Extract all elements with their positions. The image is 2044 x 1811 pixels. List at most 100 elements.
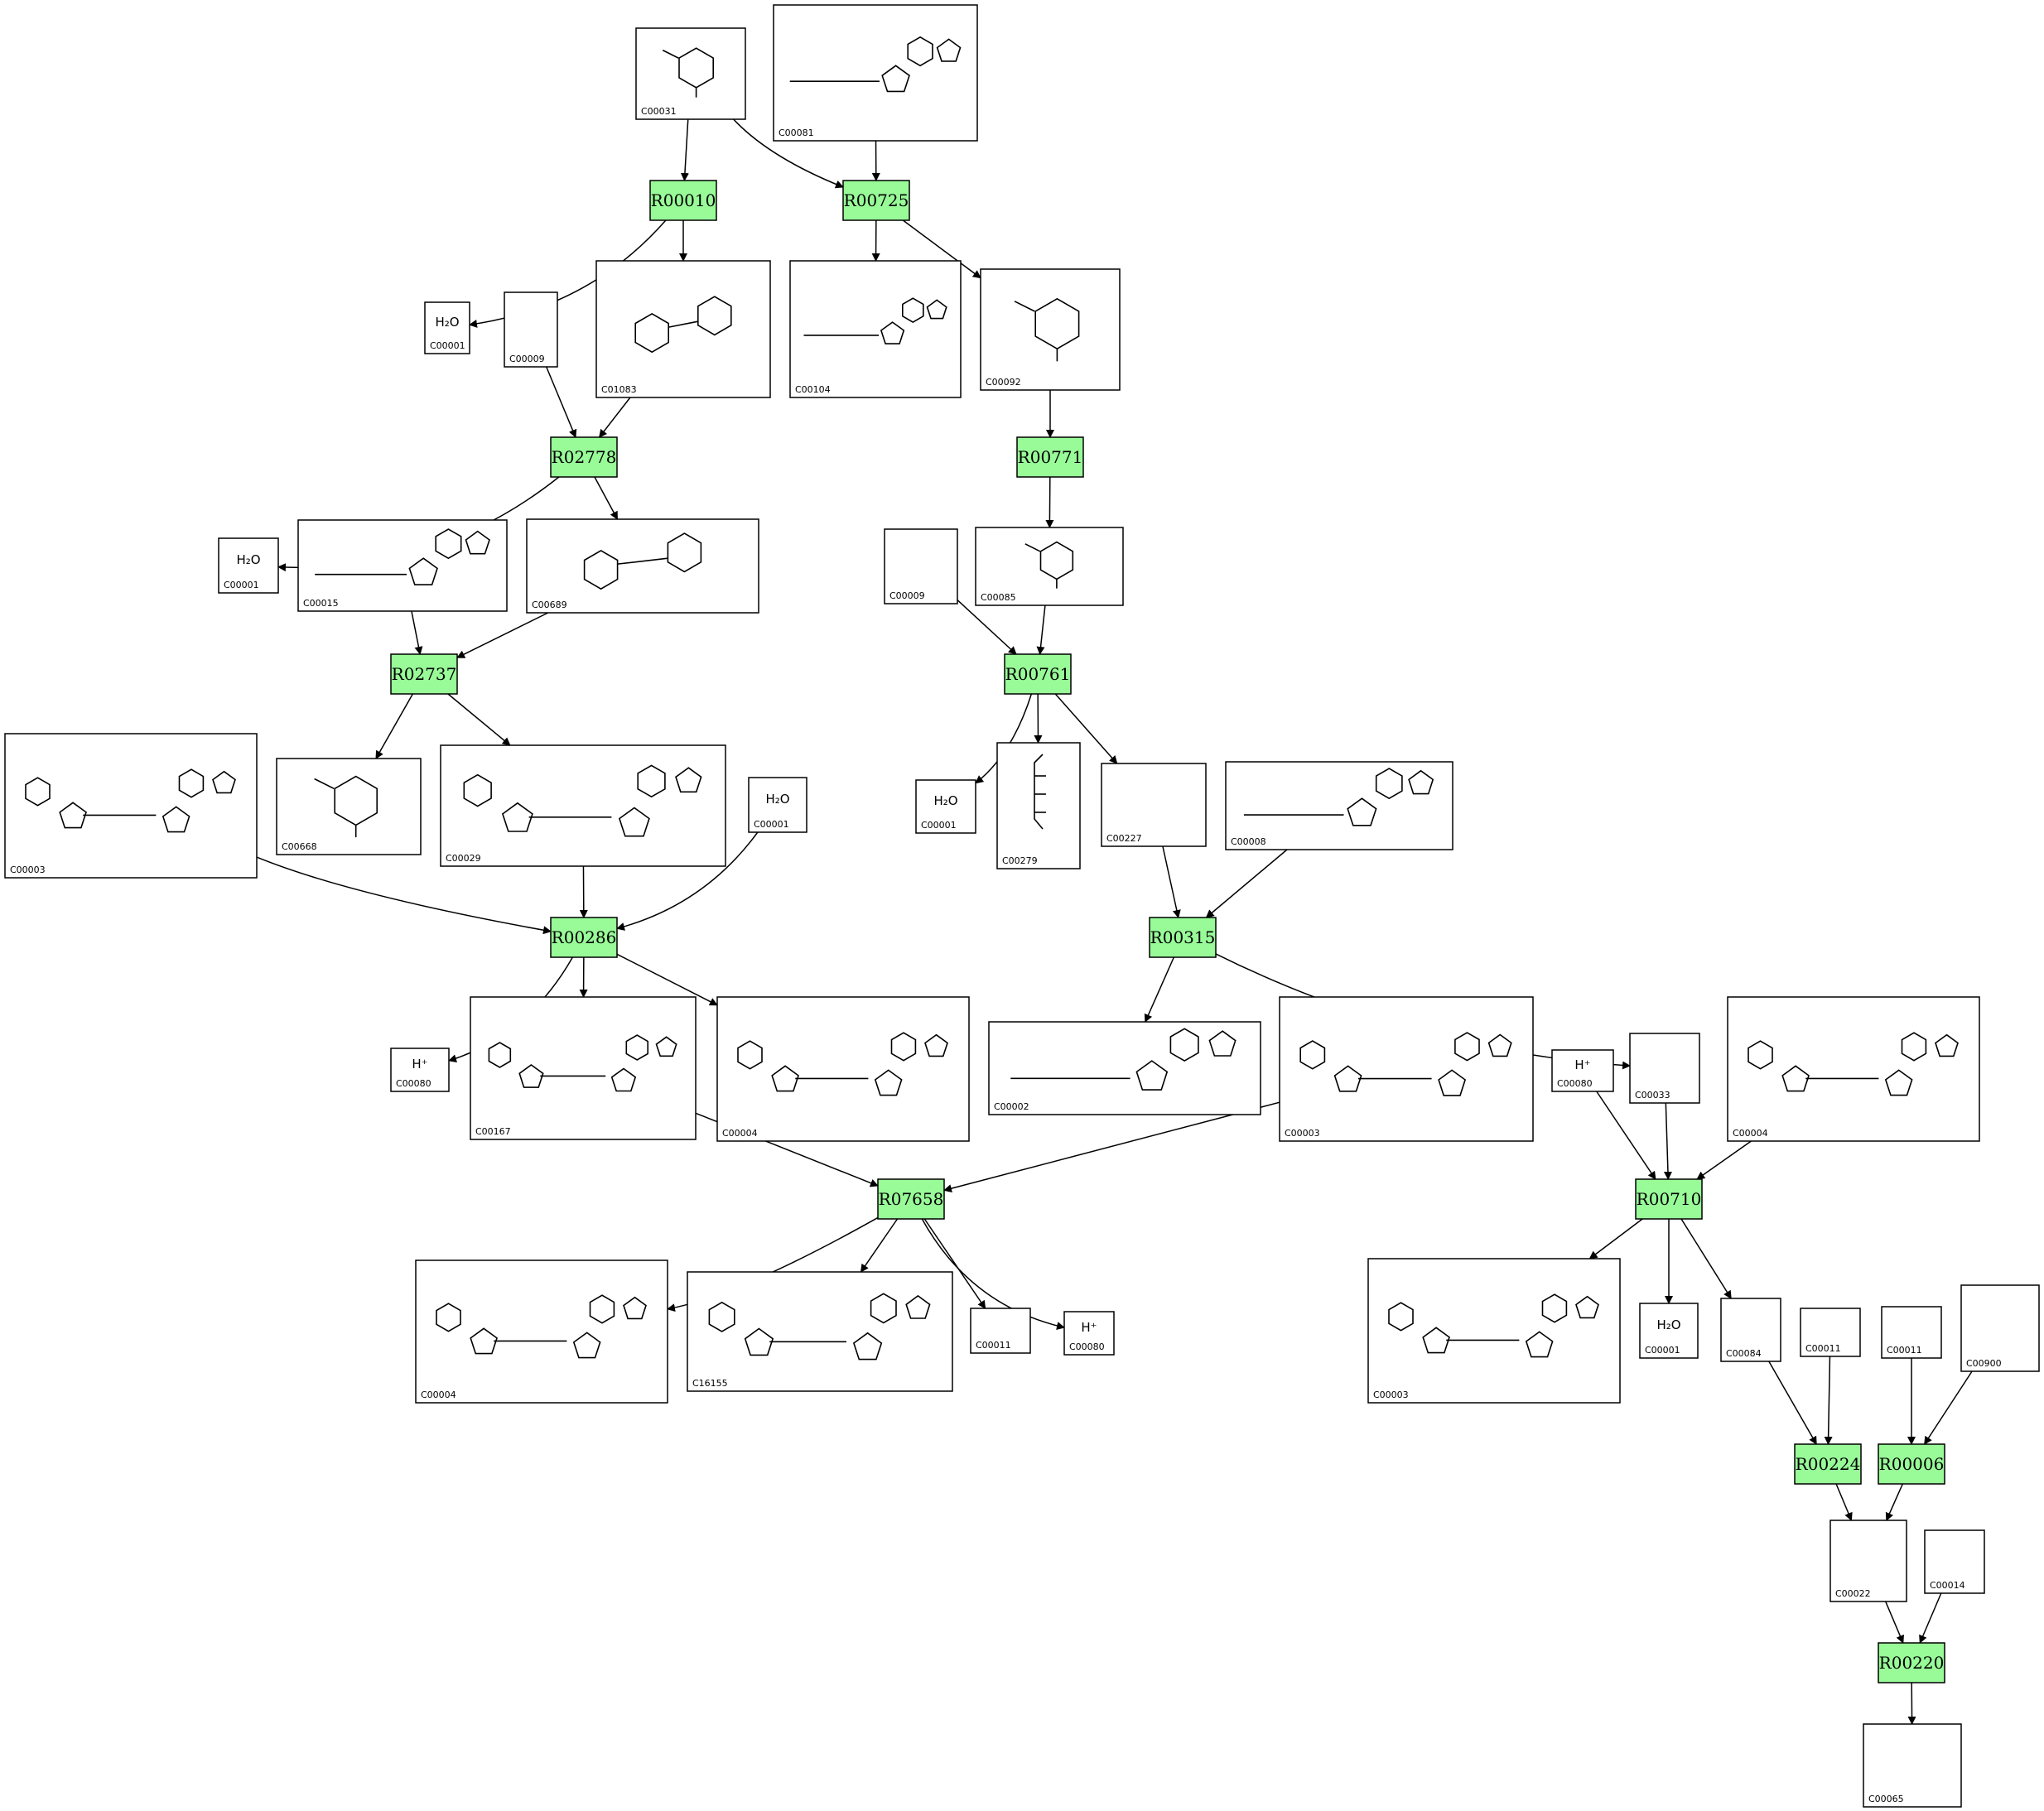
compound-formula: H₂O: [933, 793, 957, 808]
compound-id: C00689: [532, 600, 567, 610]
compound-node[interactable]: C00004: [1727, 996, 1980, 1142]
edge-arrow: [943, 1101, 1280, 1193]
edges-layer: [256, 118, 1973, 1725]
compound-node[interactable]: C00009: [504, 291, 558, 368]
reaction-node[interactable]: R00710: [1635, 1178, 1703, 1220]
compound-node[interactable]: H⁺C00080: [390, 1048, 450, 1092]
compound-node[interactable]: C00022: [1829, 1520, 1907, 1602]
structure-drawing: [737, 1032, 948, 1096]
reaction-node[interactable]: R00771: [1016, 436, 1084, 478]
reaction-node[interactable]: R00725: [842, 180, 910, 221]
compound-node[interactable]: C00011: [970, 1308, 1031, 1354]
compound-frame: [915, 779, 976, 834]
compound-frame: [970, 1308, 1031, 1354]
reaction-label: R00006: [1879, 1454, 1945, 1474]
compound-frame: [504, 291, 558, 368]
reaction-node[interactable]: R00761: [1004, 653, 1072, 695]
compound-id: C00900: [1966, 1358, 2002, 1369]
compound-id: C00092: [986, 377, 1021, 388]
compound-node[interactable]: C00104: [789, 260, 962, 398]
edge-arrow: [1663, 1102, 1672, 1180]
reaction-node[interactable]: R07658: [877, 1178, 945, 1220]
compound-node[interactable]: C01083: [595, 260, 771, 398]
compound-node[interactable]: C00011: [1800, 1308, 1861, 1357]
reaction-node[interactable]: R00010: [649, 180, 717, 221]
edge-arrow: [1596, 1091, 1656, 1180]
reaction-node[interactable]: R00224: [1794, 1443, 1862, 1485]
reaction-node[interactable]: R00220: [1878, 1642, 1945, 1683]
reaction-label: R00725: [844, 190, 909, 210]
compound-node[interactable]: C00031: [635, 27, 746, 120]
compound-frame: [470, 996, 697, 1140]
structure-drawing: [1010, 1028, 1237, 1091]
compound-node[interactable]: C00065: [1863, 1723, 1962, 1808]
structure-drawing: [1014, 297, 1080, 362]
compound-node[interactable]: C00900: [1960, 1284, 2040, 1372]
compound-node[interactable]: C00003: [1279, 996, 1534, 1142]
compound-node[interactable]: C00081: [773, 4, 978, 142]
compound-node[interactable]: H⁺C00080: [1551, 1049, 1614, 1092]
compound-node[interactable]: C00029: [440, 744, 726, 867]
compound-node[interactable]: C00015: [297, 519, 508, 612]
compound-frame: [1727, 996, 1980, 1142]
compound-frame: [1863, 1723, 1962, 1808]
reaction-box: [390, 653, 458, 695]
compound-node[interactable]: C00011: [1881, 1306, 1942, 1359]
compound-frame: [415, 1260, 668, 1404]
compound-id: C00003: [1285, 1128, 1320, 1139]
structure-drawing: [1748, 1032, 1959, 1096]
reaction-label: R00710: [1637, 1189, 1702, 1209]
compound-node[interactable]: C00084: [1720, 1298, 1781, 1362]
compound-formula: H₂O: [435, 315, 459, 330]
compound-node[interactable]: C00003: [4, 733, 258, 879]
reaction-node[interactable]: R00006: [1878, 1443, 1945, 1485]
compound-node[interactable]: C00092: [980, 268, 1121, 391]
compound-node[interactable]: C00279: [996, 742, 1081, 869]
compound-frame: [980, 268, 1121, 391]
compound-formula: H₂O: [765, 792, 789, 807]
reaction-node[interactable]: R00286: [550, 917, 618, 958]
compound-id: C00004: [421, 1390, 456, 1400]
compound-id: C00009: [889, 590, 925, 601]
reaction-node[interactable]: R02737: [390, 653, 458, 695]
reaction-box: [550, 436, 618, 478]
compound-id: C00008: [1231, 836, 1266, 847]
compound-node[interactable]: C00008: [1225, 761, 1453, 850]
compound-id: C00001: [224, 580, 259, 590]
compound-node[interactable]: C00003: [1367, 1258, 1621, 1404]
compound-node[interactable]: C00004: [415, 1260, 668, 1404]
compound-node[interactable]: C00033: [1629, 1033, 1700, 1104]
compound-id: C00002: [994, 1101, 1029, 1112]
compound-frame: [526, 518, 759, 614]
compound-node[interactable]: C00004: [716, 996, 970, 1142]
compound-node[interactable]: C00009: [884, 528, 958, 604]
compound-node[interactable]: C00167: [470, 996, 697, 1140]
reaction-node[interactable]: R00315: [1149, 917, 1217, 958]
compound-id: C00668: [282, 841, 317, 852]
reaction-label: R00286: [552, 927, 617, 947]
compound-frame: [1367, 1258, 1621, 1404]
compound-node[interactable]: C00689: [526, 518, 759, 614]
compound-node[interactable]: C00227: [1101, 763, 1207, 847]
compound-node[interactable]: C00085: [975, 527, 1124, 606]
compound-frame: [1279, 996, 1534, 1142]
edge-arrow: [447, 693, 511, 746]
reaction-node[interactable]: R02778: [550, 436, 618, 478]
structure-drawing: [583, 532, 702, 590]
compound-formula: H⁺: [412, 1057, 427, 1072]
compound-node[interactable]: C00668: [276, 758, 422, 855]
compound-node[interactable]: C00002: [988, 1021, 1261, 1115]
edge-arrow: [1205, 849, 1288, 918]
compound-node[interactable]: C00014: [1924, 1529, 1985, 1594]
compound-id: C00015: [303, 598, 339, 609]
compound-node[interactable]: C16155: [687, 1271, 953, 1392]
compound-id: C00011: [1887, 1345, 1922, 1356]
edge-arrow: [594, 476, 619, 520]
compound-node[interactable]: H⁺C00080: [1063, 1311, 1115, 1356]
